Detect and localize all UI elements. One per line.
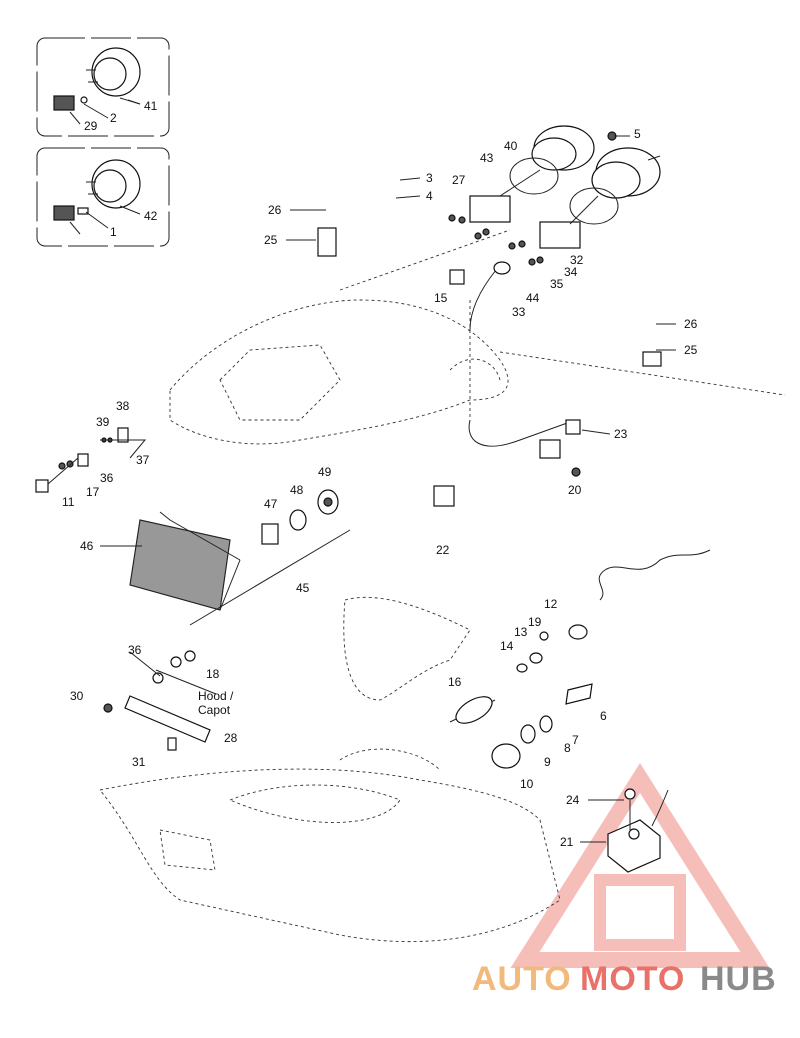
callout-label: 4 bbox=[426, 189, 433, 203]
callout-label: 41 bbox=[144, 99, 158, 113]
regulator-part bbox=[607, 788, 669, 873]
callout-label: 25 bbox=[684, 343, 698, 357]
headlight-assembly bbox=[129, 511, 351, 626]
fairing-outline bbox=[169, 229, 786, 445]
callout-label: 38 bbox=[116, 399, 130, 413]
callout-label: 27 bbox=[452, 173, 466, 187]
callout-label: 29 bbox=[84, 119, 98, 133]
inset-box-upper bbox=[36, 37, 170, 137]
callout-label: 31 bbox=[132, 755, 146, 769]
callout-label: 16 bbox=[448, 675, 462, 689]
callout-label: 20 bbox=[568, 483, 582, 497]
callout-label: 6 bbox=[600, 709, 607, 723]
callout-label: 33 bbox=[512, 305, 526, 319]
callout-label: 2 bbox=[110, 111, 117, 125]
callout-label: 19 bbox=[528, 615, 542, 629]
leader-lines bbox=[100, 99, 676, 843]
bulb-parts bbox=[261, 489, 339, 545]
callout-label: 7 bbox=[572, 733, 579, 747]
callout-label: 9 bbox=[544, 755, 551, 769]
callout-label: 37 bbox=[136, 453, 150, 467]
callout-label: 13 bbox=[514, 625, 528, 639]
callout-label: 42 bbox=[144, 209, 158, 223]
callout-label: 18 bbox=[206, 667, 220, 681]
callout-label: 35 bbox=[550, 277, 564, 291]
callout-label: 12 bbox=[544, 597, 558, 611]
callout-label: 15 bbox=[434, 291, 448, 305]
watermark-moto: MOTO bbox=[580, 960, 685, 998]
callout-label: Capot bbox=[198, 703, 231, 717]
callout-label: 23 bbox=[614, 427, 628, 441]
callout-label: 21 bbox=[560, 835, 574, 849]
callout-label: 26 bbox=[268, 203, 282, 217]
callout-label: 10 bbox=[520, 777, 534, 791]
callout-label: 44 bbox=[526, 291, 540, 305]
callout-label: 26 bbox=[684, 317, 698, 331]
gauges-assembly bbox=[448, 125, 661, 266]
inset-box-lower bbox=[36, 147, 170, 247]
callout-label: 3 bbox=[426, 171, 433, 185]
watermark-hub: HUB bbox=[700, 960, 777, 998]
callout-label: Hood / bbox=[198, 689, 234, 703]
callout-label: 30 bbox=[70, 689, 84, 703]
hull-outline bbox=[99, 748, 561, 943]
callout-label: 47 bbox=[264, 497, 278, 511]
callout-label: 43 bbox=[480, 151, 494, 165]
callout-label: 5 bbox=[634, 127, 641, 141]
callout-label: 25 bbox=[264, 233, 278, 247]
callout-label: 24 bbox=[566, 793, 580, 807]
callout-label: 1 bbox=[110, 225, 117, 239]
callout-label: 34 bbox=[564, 265, 578, 279]
callout-label: 48 bbox=[290, 483, 304, 497]
right-mid-parts bbox=[317, 227, 662, 507]
watermark-auto: AUTO bbox=[472, 960, 572, 998]
callout-label: 36 bbox=[128, 643, 142, 657]
callout-label: 28 bbox=[224, 731, 238, 745]
watermark-text: AUTO MOTO HUB bbox=[472, 960, 777, 998]
callout-label: 17 bbox=[86, 485, 100, 499]
callout-label: 45 bbox=[296, 581, 310, 595]
callout-label: 46 bbox=[80, 539, 94, 553]
callout-label: 40 bbox=[504, 139, 518, 153]
callout-label: 14 bbox=[500, 639, 514, 653]
callout-label: 32 bbox=[570, 253, 584, 267]
callout-label: 22 bbox=[436, 543, 450, 557]
ignition-parts bbox=[343, 549, 711, 769]
callout-label: 36 bbox=[100, 471, 114, 485]
callout-labels: 41 29 2 42 1 5 43 40 3 4 27 26 25 32 34 … bbox=[62, 99, 698, 849]
bracket-parts bbox=[103, 650, 211, 751]
callout-label: 8 bbox=[564, 741, 571, 755]
callout-label: 11 bbox=[62, 495, 75, 509]
callout-label: 49 bbox=[318, 465, 332, 479]
watermark-logo-icon bbox=[510, 763, 770, 968]
left-small-parts bbox=[35, 427, 147, 493]
callout-label: 39 bbox=[96, 415, 110, 429]
